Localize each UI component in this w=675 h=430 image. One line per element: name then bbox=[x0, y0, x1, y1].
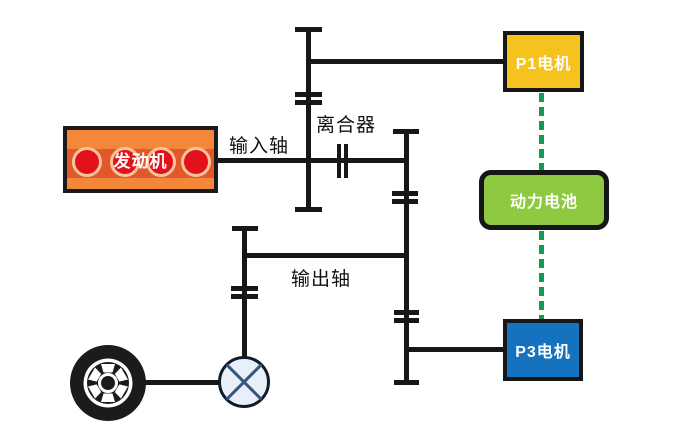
gear-cap-top-icon bbox=[232, 226, 258, 231]
battery-label: 动力电池 bbox=[509, 194, 578, 211]
engine-cylinder-icon bbox=[181, 147, 211, 177]
gear-mesh-bar-icon bbox=[394, 310, 419, 315]
p1-motor-label: P1电机 bbox=[515, 55, 572, 73]
differential-icon bbox=[218, 356, 270, 408]
wheel-icon bbox=[70, 345, 146, 421]
clutch-plate-icon bbox=[337, 144, 341, 178]
clutch-label: 离合器 bbox=[316, 115, 377, 136]
gear-mesh-bar-icon bbox=[394, 318, 419, 323]
gear-cap-top-icon bbox=[393, 129, 419, 134]
engine-block: 发动机 bbox=[63, 126, 218, 193]
input-shaft-line bbox=[218, 158, 406, 163]
p3-motor-box: P3电机 bbox=[503, 319, 583, 381]
gear-mesh-bar-icon bbox=[392, 199, 418, 204]
center-gear-shaft-line bbox=[404, 131, 409, 383]
p1-gear-shaft-line bbox=[306, 29, 311, 210]
gear-mesh-bar-icon bbox=[231, 294, 258, 299]
p1-motor-box: P1电机 bbox=[503, 31, 584, 92]
gear-mesh-bar-icon bbox=[295, 92, 322, 97]
clutch-plate-icon bbox=[344, 144, 348, 178]
gear-cap-top-icon bbox=[295, 27, 322, 32]
axle-line bbox=[124, 380, 219, 385]
final-drive-shaft-line bbox=[242, 228, 247, 359]
electric-link-battery-p3 bbox=[539, 231, 544, 319]
gear-mesh-bar-icon bbox=[295, 100, 322, 105]
p1-motor-link-line bbox=[306, 59, 503, 64]
engine-cylinder-icon bbox=[110, 147, 140, 177]
gear-cap-bottom-icon bbox=[394, 380, 419, 385]
p3-motor-link-line bbox=[406, 347, 503, 352]
engine-label: 发动机 bbox=[113, 152, 168, 171]
electric-link-p1-battery bbox=[539, 93, 544, 170]
p3-motor-label: P3电机 bbox=[515, 344, 571, 361]
input-shaft-label: 输入轴 bbox=[229, 136, 290, 157]
engine-cylinder-icon bbox=[146, 147, 176, 177]
gear-mesh-bar-icon bbox=[231, 286, 258, 291]
battery-box: 动力电池 bbox=[479, 170, 609, 230]
output-shaft-line bbox=[244, 253, 406, 258]
output-shaft-label: 输出轴 bbox=[291, 269, 352, 290]
gear-mesh-bar-icon bbox=[392, 191, 418, 196]
engine-cylinder-icon bbox=[72, 147, 102, 177]
gear-cap-bottom-icon bbox=[295, 207, 322, 212]
